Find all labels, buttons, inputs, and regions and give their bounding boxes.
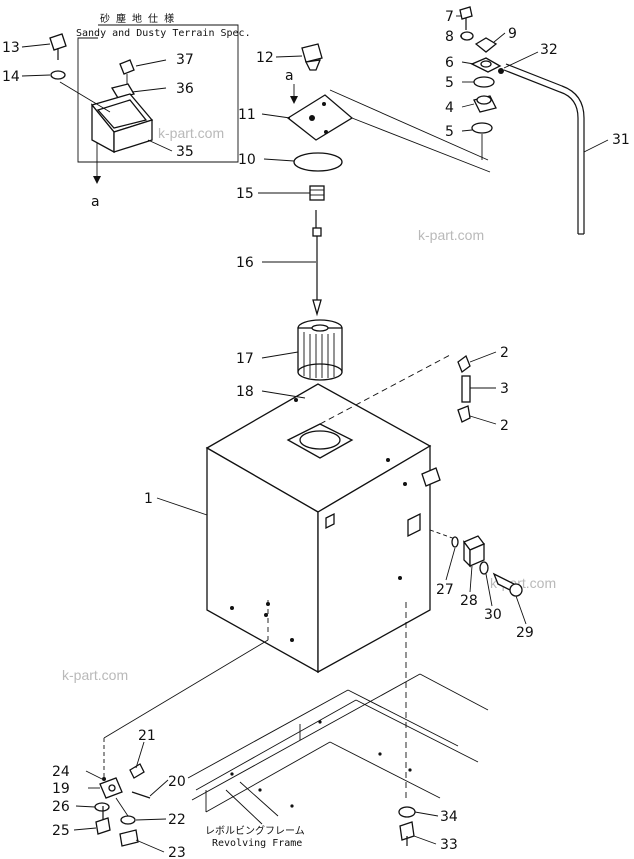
part-32-clamp: [498, 68, 504, 74]
callout-20: 20: [168, 774, 186, 790]
part-28-sensor-block: [462, 535, 486, 568]
callout-31: 31: [612, 132, 630, 148]
callout-18: 18: [236, 384, 254, 400]
part-8-washer: [460, 31, 474, 41]
callout-36: 36: [176, 81, 194, 97]
part-35-box: [90, 93, 154, 154]
watermark: k-part.com: [418, 227, 484, 243]
callout-26: 26: [52, 799, 70, 815]
part-31-hose: [503, 63, 585, 235]
frame-label-jp: レボルビングフレーム: [205, 824, 305, 837]
part-3-tube: [461, 375, 471, 403]
part-29-plug: [492, 572, 523, 597]
part-25-bolt: [95, 806, 111, 835]
callout-16: 16: [236, 255, 254, 271]
callout-10: 10: [238, 152, 256, 168]
leader-lines: [21, 15, 609, 853]
inset-sandy-dusty: 砂 塵 地 仕 様 Sandy and Dusty Terrain Spec. …: [59, 12, 251, 210]
arrow-label-a2: a: [285, 68, 294, 84]
part-34-washer: [398, 806, 416, 818]
callout-14: 14: [2, 69, 20, 85]
callout-2-bottom: 2: [500, 418, 509, 434]
callout-3: 3: [500, 381, 509, 397]
callout-8: 8: [445, 29, 454, 45]
part-6-fitting: [470, 57, 502, 73]
revolving-frame: [187, 673, 489, 825]
callout-6: 6: [445, 55, 454, 71]
callout-27: 27: [436, 582, 454, 598]
part-10-oring: [293, 152, 343, 172]
callout-33: 33: [440, 837, 458, 853]
part-13-bolt: [49, 33, 67, 60]
part-16-rod: [312, 210, 322, 317]
callout-5-top: 5: [445, 75, 454, 91]
callout-4: 4: [445, 100, 454, 116]
callout-labels: 13 14 37 36 35 12 11 10 15 16 17 18 1 2 …: [2, 9, 630, 859]
callout-29: 29: [516, 625, 534, 641]
part-5-gasket: [473, 76, 495, 88]
callout-30: 30: [484, 607, 502, 623]
callout-9: 9: [508, 26, 517, 42]
callout-11: 11: [238, 107, 256, 123]
part-17-filter: [297, 319, 343, 381]
callout-1: 1: [144, 491, 153, 507]
part-37-breather: [119, 59, 135, 84]
callout-17: 17: [236, 351, 254, 367]
callout-25: 25: [52, 823, 70, 839]
callout-24: 24: [52, 764, 70, 780]
part-2-elbow-top: [457, 354, 471, 374]
callout-22: 22: [168, 812, 186, 828]
callout-23: 23: [168, 845, 186, 859]
callout-21: 21: [138, 728, 156, 744]
callout-12: 12: [256, 50, 274, 66]
callout-19: 19: [52, 781, 70, 797]
part-22-washer: [120, 815, 136, 825]
arrow-label-a: a: [91, 194, 100, 210]
callout-32: 32: [540, 42, 558, 58]
part-5-gasket-lower: [471, 122, 493, 134]
part-33-bolt: [399, 821, 415, 846]
callout-2-top: 2: [500, 345, 509, 361]
frame-label-en: Revolving Frame: [212, 838, 302, 849]
part-26-washer: [94, 802, 110, 812]
part-2-elbow-bottom: [457, 405, 471, 423]
part-20-pin: [131, 791, 151, 799]
part-30-washer: [479, 561, 489, 575]
part-15-spring: [309, 185, 325, 201]
part-23-nut: [119, 829, 139, 847]
part-24-pin: [102, 777, 106, 781]
callout-28: 28: [460, 593, 478, 609]
part-1-tank: [205, 383, 441, 674]
callout-5-bottom: 5: [445, 124, 454, 140]
callout-7: 7: [445, 9, 454, 25]
part-11-cover: [286, 94, 354, 141]
part-19-bracket: [99, 777, 123, 799]
part-9-cap: [474, 37, 498, 53]
part-14-washer: [50, 70, 66, 80]
callout-13: 13: [2, 40, 20, 56]
callout-37: 37: [176, 52, 194, 68]
inset-title-en: Sandy and Dusty Terrain Spec.: [76, 28, 251, 39]
part-12-breather: [301, 43, 323, 71]
inset-title-jp: 砂 塵 地 仕 様: [100, 12, 174, 25]
part-27-oring: [451, 536, 459, 548]
watermark: k-part.com: [158, 125, 224, 141]
callout-34: 34: [440, 809, 458, 825]
callout-15: 15: [236, 186, 254, 202]
watermark: k-part.com: [62, 667, 128, 683]
callout-35: 35: [176, 144, 194, 160]
part-7-bolt: [459, 6, 473, 30]
part-4-elbow: [473, 95, 497, 113]
